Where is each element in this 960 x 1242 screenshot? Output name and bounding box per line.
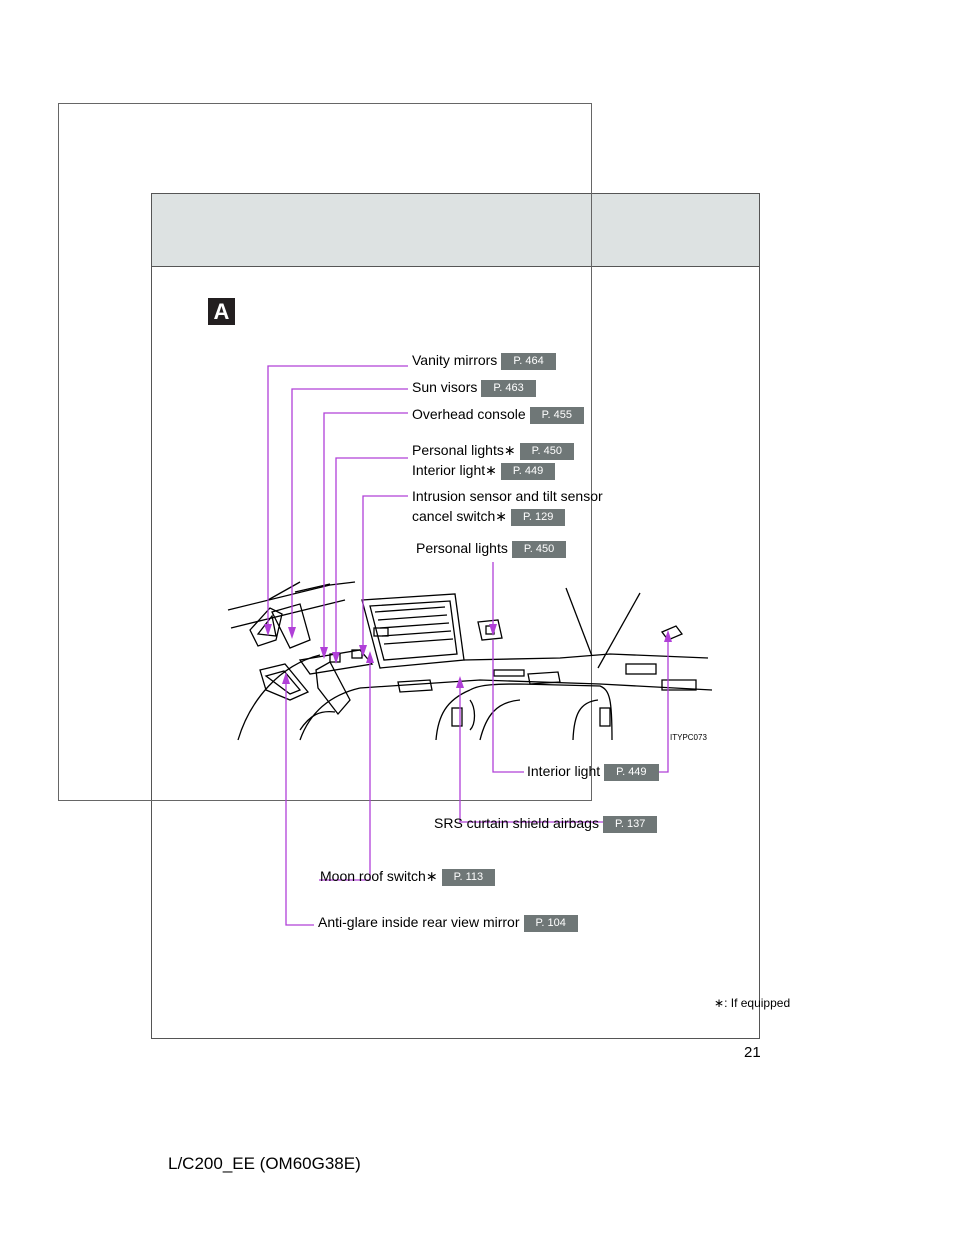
personal-light-rear xyxy=(477,619,503,641)
document-reference: L/C200_EE (OM60G38E) xyxy=(168,1154,361,1173)
asterisk-icon: ∗ xyxy=(503,442,516,458)
page-frame xyxy=(151,193,760,1039)
rear-view-mirror xyxy=(259,663,310,701)
header-band xyxy=(152,194,759,267)
callout-personal-lights-optional: Personal lights∗P. 450 xyxy=(412,442,574,460)
roof-edge-line xyxy=(227,581,356,611)
leader-personal-interior xyxy=(335,457,408,660)
callout-interior-light-optional: Interior light∗P. 449 xyxy=(412,462,556,480)
leader-intrusion-sensor xyxy=(362,495,408,653)
illustration-panel xyxy=(58,103,592,801)
leader-moon-roof xyxy=(319,655,371,881)
page-chip[interactable]: P. 113 xyxy=(441,869,496,886)
asterisk-icon: ∗ xyxy=(495,508,507,524)
page-chip[interactable]: P. 137 xyxy=(602,816,658,833)
asterisk-icon: ∗ xyxy=(485,462,497,478)
asterisk-icon: ∗ xyxy=(425,868,438,884)
leader-vanity-mirrors xyxy=(267,365,408,632)
callout-moon-roof-switch: Moon roof switch∗P. 113 xyxy=(320,868,496,886)
leader-interior-light-b xyxy=(656,634,669,773)
leader-interior-light-a xyxy=(492,640,524,773)
page-chip[interactable]: P. 463 xyxy=(481,380,536,397)
overhead-console xyxy=(298,649,374,675)
page-chip[interactable]: P. 455 xyxy=(529,407,585,424)
leader-lines xyxy=(267,365,669,926)
page-number: 21 xyxy=(744,1044,761,1061)
interior-light-rear xyxy=(660,625,684,641)
leader-sun-visors xyxy=(291,388,408,635)
callout-intrusion-sensor-line1: Intrusion sensor and tilt sensor xyxy=(412,488,603,504)
leader-overhead-console xyxy=(323,412,408,655)
image-code: ITYPC073 xyxy=(670,733,707,742)
callout-intrusion-sensor-line2: cancel switch∗P. 129 xyxy=(412,508,566,526)
leader-srs-airbags xyxy=(459,680,604,823)
page-chip[interactable]: P. 449 xyxy=(604,764,659,781)
leader-anti-glare-mirror xyxy=(285,676,314,926)
grab-handle xyxy=(397,679,433,693)
sun-visor xyxy=(271,603,311,649)
moon-roof-switch-shape xyxy=(373,627,389,637)
page-chip[interactable]: P. 464 xyxy=(501,353,556,370)
page-chip[interactable]: P. 450 xyxy=(519,443,574,460)
page-chip[interactable]: P. 449 xyxy=(500,463,556,480)
asterisk-icon: ∗ xyxy=(714,996,725,1010)
page-chip[interactable]: P. 129 xyxy=(511,509,566,526)
section-badge: A xyxy=(208,298,235,325)
page-chip[interactable]: P. 104 xyxy=(523,915,578,932)
footnote: ∗: If equipped xyxy=(714,996,791,1010)
roof-edge-line-2 xyxy=(230,599,346,629)
page-chip[interactable]: P. 450 xyxy=(511,541,567,558)
